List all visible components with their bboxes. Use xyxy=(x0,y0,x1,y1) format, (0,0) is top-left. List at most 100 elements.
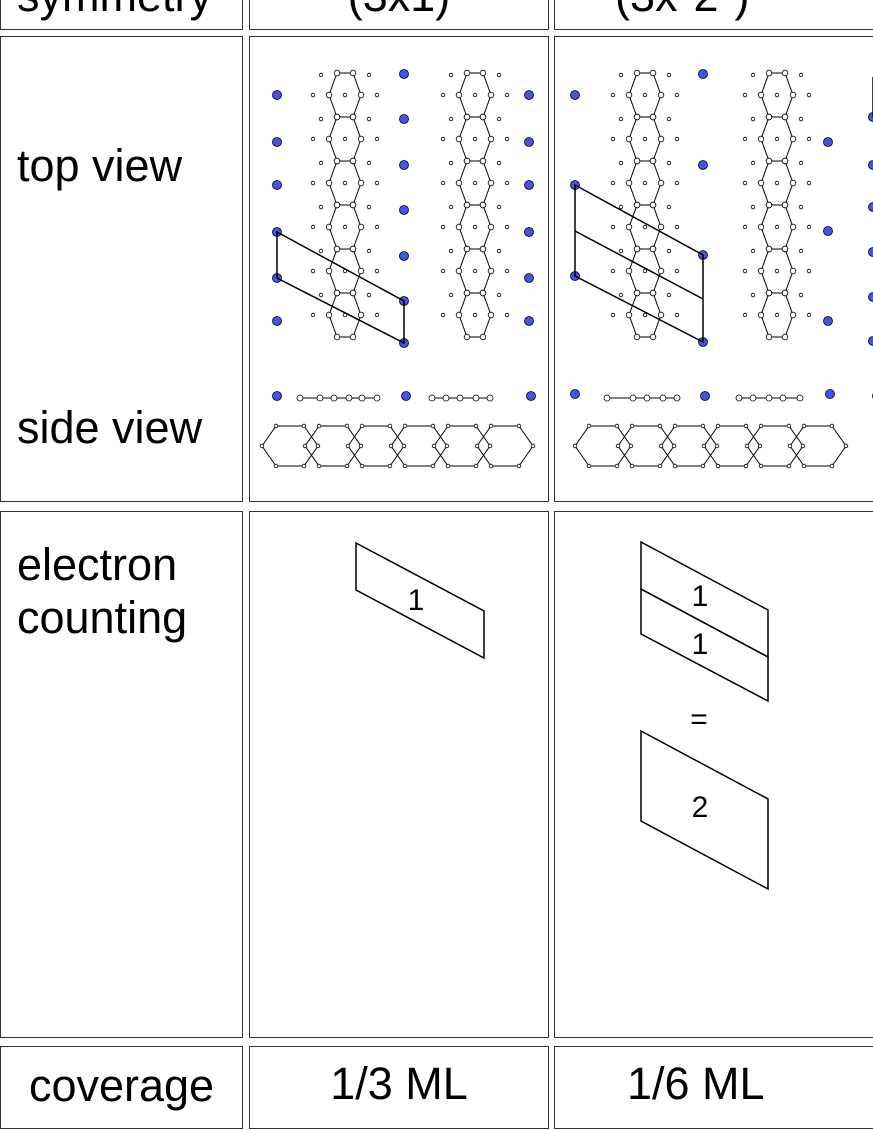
substrate-atom-small xyxy=(448,292,454,298)
substrate-atom-small xyxy=(448,248,454,254)
substrate-atom xyxy=(633,69,641,77)
side-atom xyxy=(359,423,365,429)
substrate-atom xyxy=(487,311,495,319)
hexagon-bond xyxy=(652,72,662,96)
substrate-atom-small xyxy=(472,136,478,142)
electron-label-line2: counting xyxy=(17,592,188,643)
side-atom xyxy=(614,423,620,429)
side-bond xyxy=(389,445,405,467)
substrate-atom-small xyxy=(448,160,454,166)
side-atom xyxy=(829,463,835,469)
side-chain-atom xyxy=(472,394,480,402)
side-atom xyxy=(787,443,793,449)
side-chain-atom xyxy=(358,394,366,402)
structure-label-cell: top view side view xyxy=(0,36,243,502)
side-atom xyxy=(843,443,849,449)
substrate-atom xyxy=(789,91,797,99)
substrate-atom xyxy=(781,289,789,297)
side-bond xyxy=(261,445,277,467)
substrate-atom xyxy=(479,333,487,341)
lower-cell-electron-count: 1 xyxy=(692,628,709,661)
side-atom xyxy=(615,443,621,449)
hexagon-bond xyxy=(328,160,338,184)
hexagon-bond xyxy=(628,182,638,206)
substrate-atom-small xyxy=(742,92,748,98)
substrate-atom-small xyxy=(642,136,648,142)
side-chain-atom xyxy=(345,394,353,402)
substrate-atom-small xyxy=(750,204,756,210)
electron-col2-cell: 1 1 = 2 xyxy=(554,511,873,1038)
side-chain-atom xyxy=(643,394,651,402)
hexagon-bond xyxy=(760,204,770,228)
hexagon-bond xyxy=(784,270,794,294)
side-bond xyxy=(303,445,319,467)
side-atom xyxy=(387,463,393,469)
side-atom xyxy=(316,463,322,469)
hexagon-bond xyxy=(760,94,770,118)
side-atom xyxy=(387,423,393,429)
substrate-atom-small xyxy=(666,292,672,298)
substrate-atom xyxy=(789,267,797,275)
substrate-atom-small xyxy=(366,116,372,122)
adatom xyxy=(868,160,873,170)
substrate-atom xyxy=(487,91,495,99)
adatom xyxy=(399,205,409,215)
side-chain-atom xyxy=(779,394,787,402)
adatom xyxy=(524,137,534,147)
side-atom xyxy=(629,463,635,469)
hexagon-bond xyxy=(328,248,338,272)
side-atom xyxy=(672,423,678,429)
hexagon-bond xyxy=(784,116,794,140)
side-bond xyxy=(831,445,847,467)
substrate-atom xyxy=(463,245,471,253)
substrate-atom xyxy=(789,135,797,143)
substrate-atom-small xyxy=(504,224,510,230)
header-col1-symmetry: (3x1) xyxy=(250,0,548,18)
substrate-atom-small xyxy=(318,160,324,166)
substrate-atom-small xyxy=(666,204,672,210)
hexagon-bond xyxy=(760,292,770,316)
adatom xyxy=(698,160,708,170)
substrate-atom-small xyxy=(342,92,348,98)
substrate-atom xyxy=(349,333,357,341)
hexagon-bond xyxy=(458,248,468,272)
adatom-side xyxy=(825,389,835,399)
side-atom xyxy=(614,463,620,469)
side-bond xyxy=(475,445,491,467)
substrate-atom xyxy=(357,179,365,187)
side-bond xyxy=(746,445,762,467)
side-bond xyxy=(702,445,718,467)
substrate-atom xyxy=(765,69,773,77)
substrate-atom-small xyxy=(496,160,502,166)
substrate-atom-small xyxy=(448,204,454,210)
side-view-label: side view xyxy=(17,402,203,453)
side-bond xyxy=(703,425,719,447)
substrate-atom-small xyxy=(342,224,348,230)
side-atom xyxy=(445,463,451,469)
adatom xyxy=(698,69,708,79)
side-chain-atom xyxy=(486,394,494,402)
substrate-atom-small xyxy=(366,204,372,210)
side-atom xyxy=(344,463,350,469)
substrate-atom-small xyxy=(496,204,502,210)
substrate-atom-small xyxy=(504,312,510,318)
hexagon-bond xyxy=(760,314,770,338)
side-atom xyxy=(388,443,394,449)
hexagon-bond xyxy=(760,116,770,140)
side-chain-atom xyxy=(765,394,773,402)
side-atom xyxy=(273,463,279,469)
substrate-atom xyxy=(463,333,471,341)
substrate-atom-small xyxy=(774,224,780,230)
hexagon-bond xyxy=(352,182,362,206)
hexagon-bond xyxy=(482,270,492,294)
side-atom xyxy=(714,443,720,449)
adatom xyxy=(524,273,534,283)
side-bond xyxy=(789,425,805,447)
substrate-atom xyxy=(487,135,495,143)
substrate-atom xyxy=(789,223,797,231)
header-col2-symmetry: (3x"2") xyxy=(615,0,749,18)
side-atom xyxy=(445,423,451,429)
substrate-atom-small xyxy=(674,268,680,274)
adatom xyxy=(399,251,409,261)
hexagon-bond xyxy=(458,292,468,316)
